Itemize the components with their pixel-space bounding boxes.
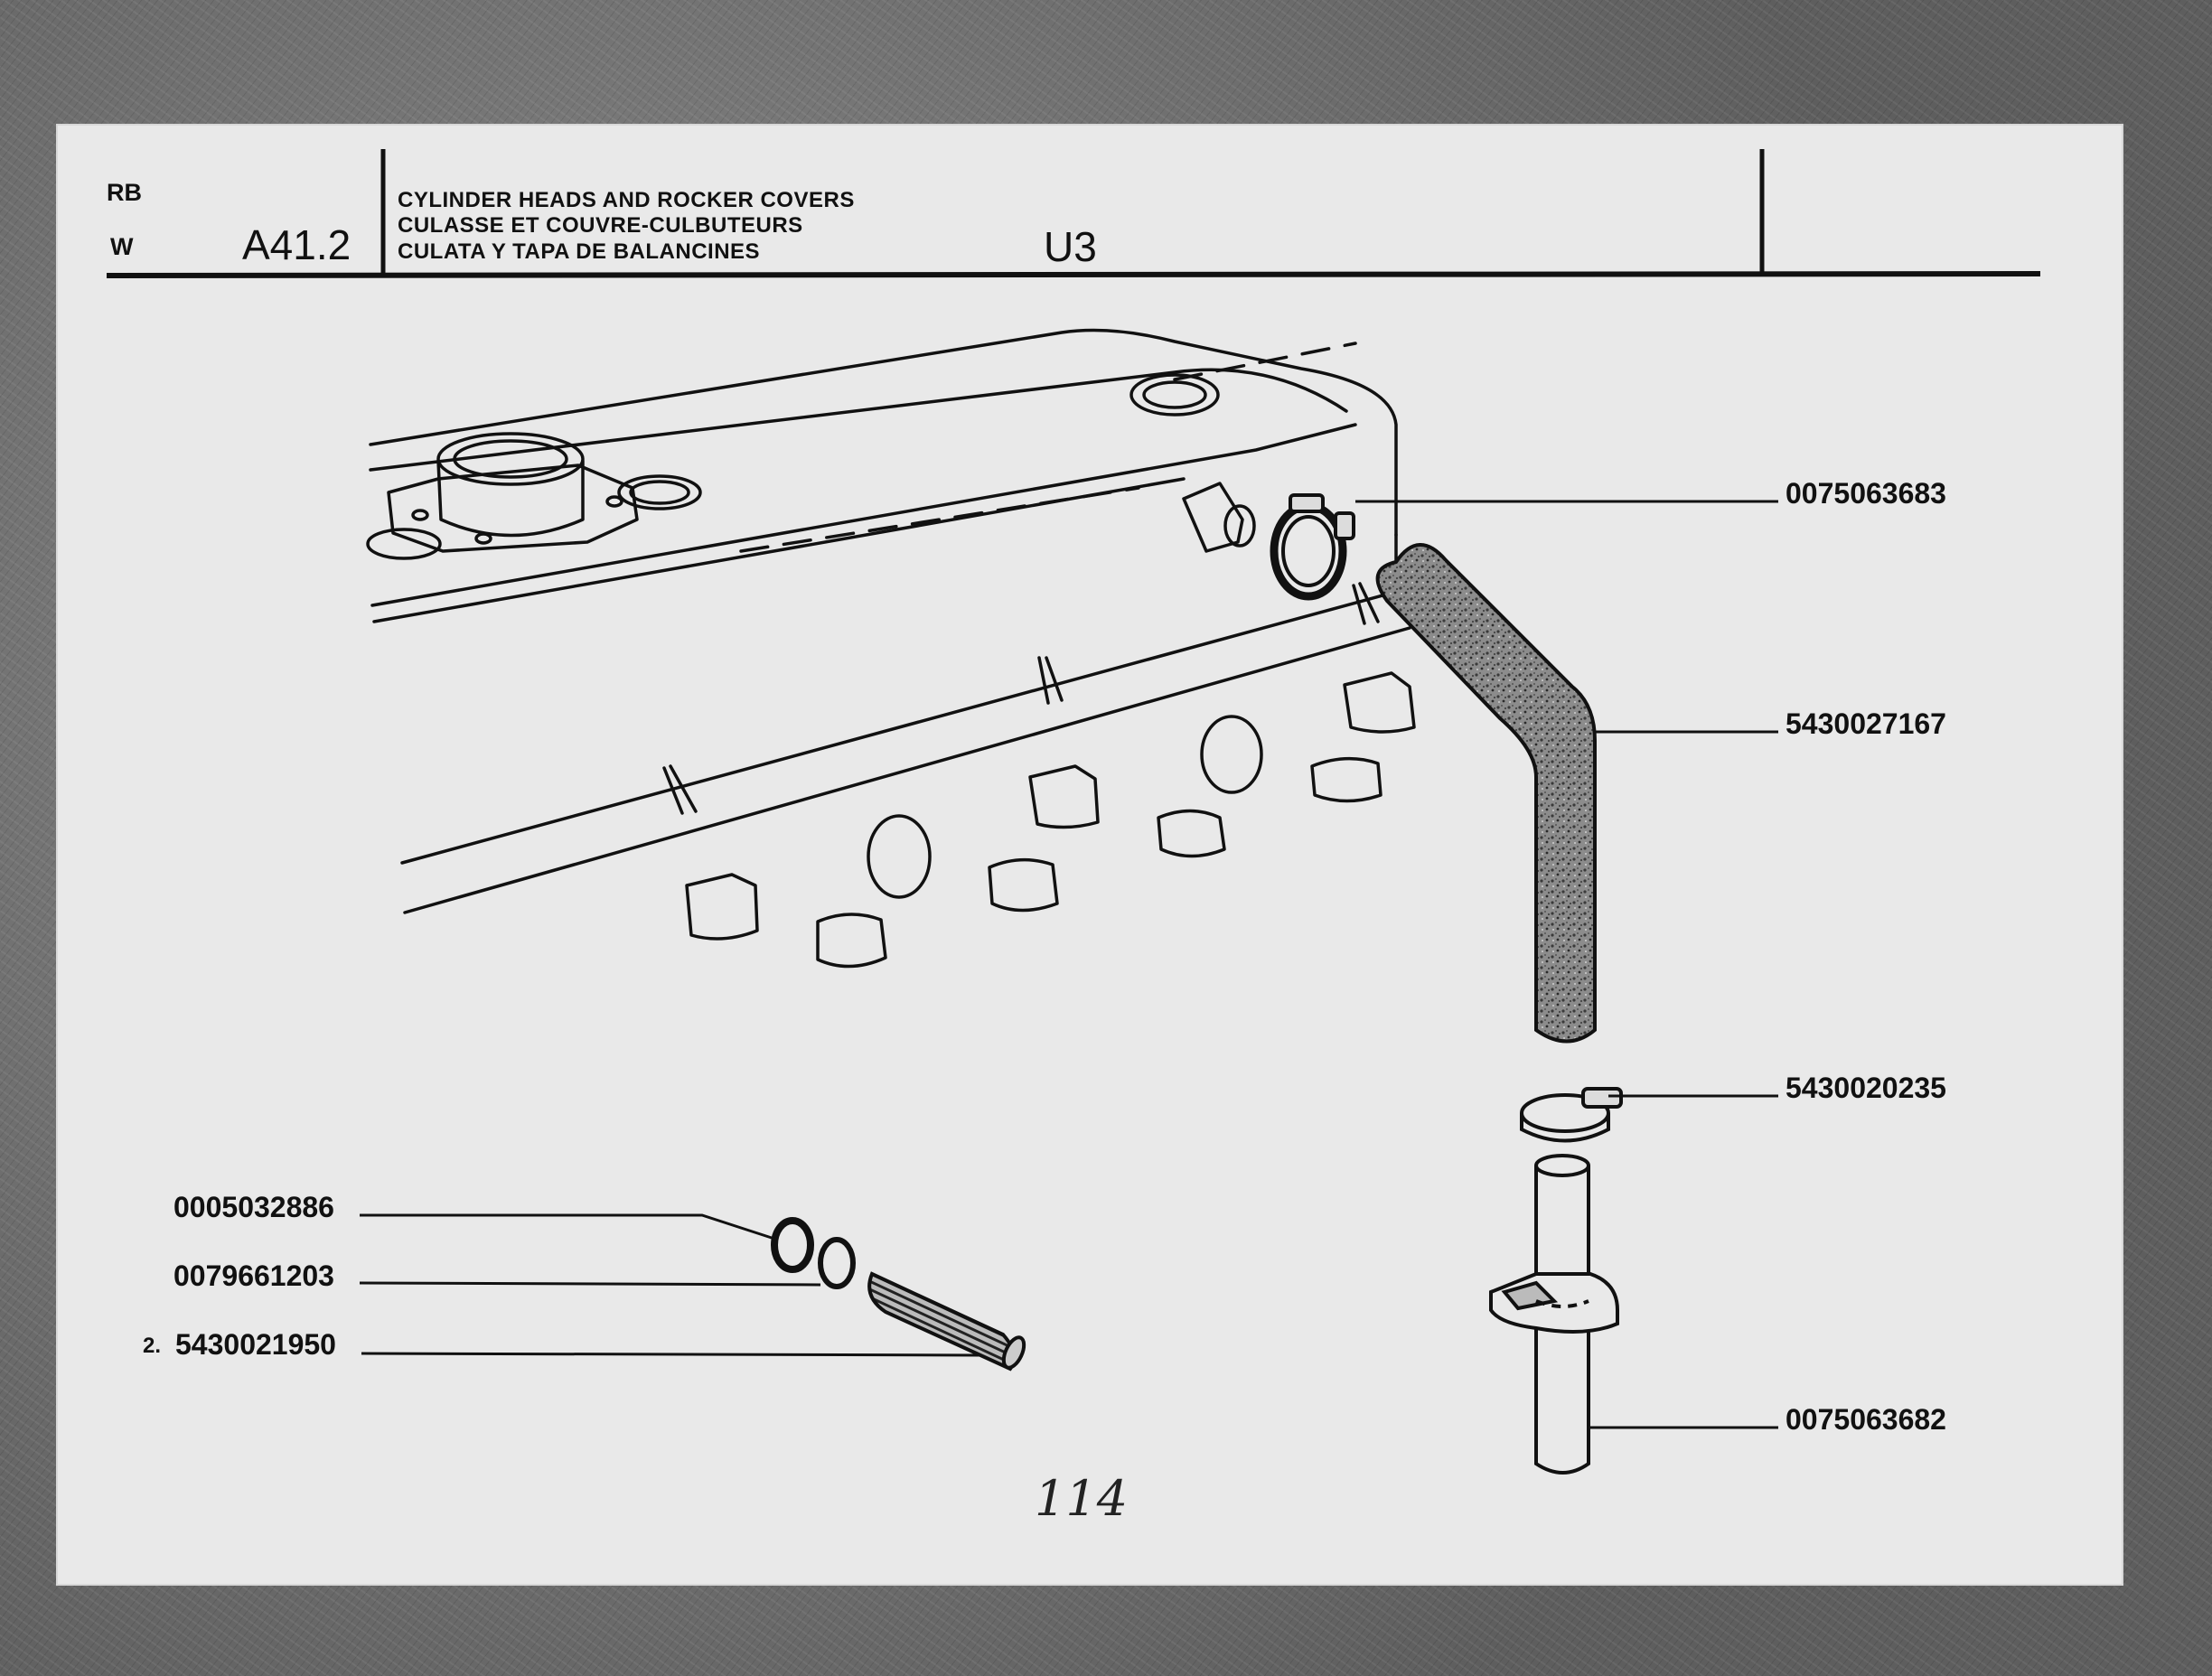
part-number-clamp-upper: 0075063683 xyxy=(1786,477,1946,510)
parts-sheet xyxy=(56,124,2123,1586)
part-number-washer-2: 0079661203 xyxy=(173,1259,334,1292)
title-en: CYLINDER HEADS AND ROCKER COVERS xyxy=(398,188,855,212)
part-number-hose: 5430027167 xyxy=(1786,707,1946,740)
title-fr: CULASSE ET COUVRE-CULBUTEURS xyxy=(398,213,803,238)
breather-hose xyxy=(1375,543,1597,1044)
leader-lines xyxy=(359,500,1778,1429)
hose-clamp-lower xyxy=(1520,1087,1623,1143)
part-number-clamp-lower: 5430020235 xyxy=(1786,1072,1946,1104)
part-number-washer-1: 0005032886 xyxy=(173,1191,334,1223)
model-code: U3 xyxy=(1044,223,1097,270)
hose-clamp-upper xyxy=(1270,493,1355,601)
washer-and-stud xyxy=(771,1217,1026,1372)
breather-pipe xyxy=(1489,1154,1619,1475)
code-rb: RB xyxy=(107,179,142,206)
section-code: A41.2 xyxy=(242,221,351,268)
header-frame xyxy=(106,149,2041,278)
cylinder-head-outline xyxy=(366,328,1416,969)
part-number-pipe: 0075063682 xyxy=(1786,1403,1946,1436)
title-es: CULATA Y TAPA DE BALANCINES xyxy=(398,239,761,264)
handwritten-page-number: 114 xyxy=(1035,1470,1129,1527)
part-quantity-stud: 2. xyxy=(143,1334,162,1358)
code-w: W xyxy=(110,233,134,260)
part-number-stud: 5430021950 xyxy=(175,1328,336,1361)
